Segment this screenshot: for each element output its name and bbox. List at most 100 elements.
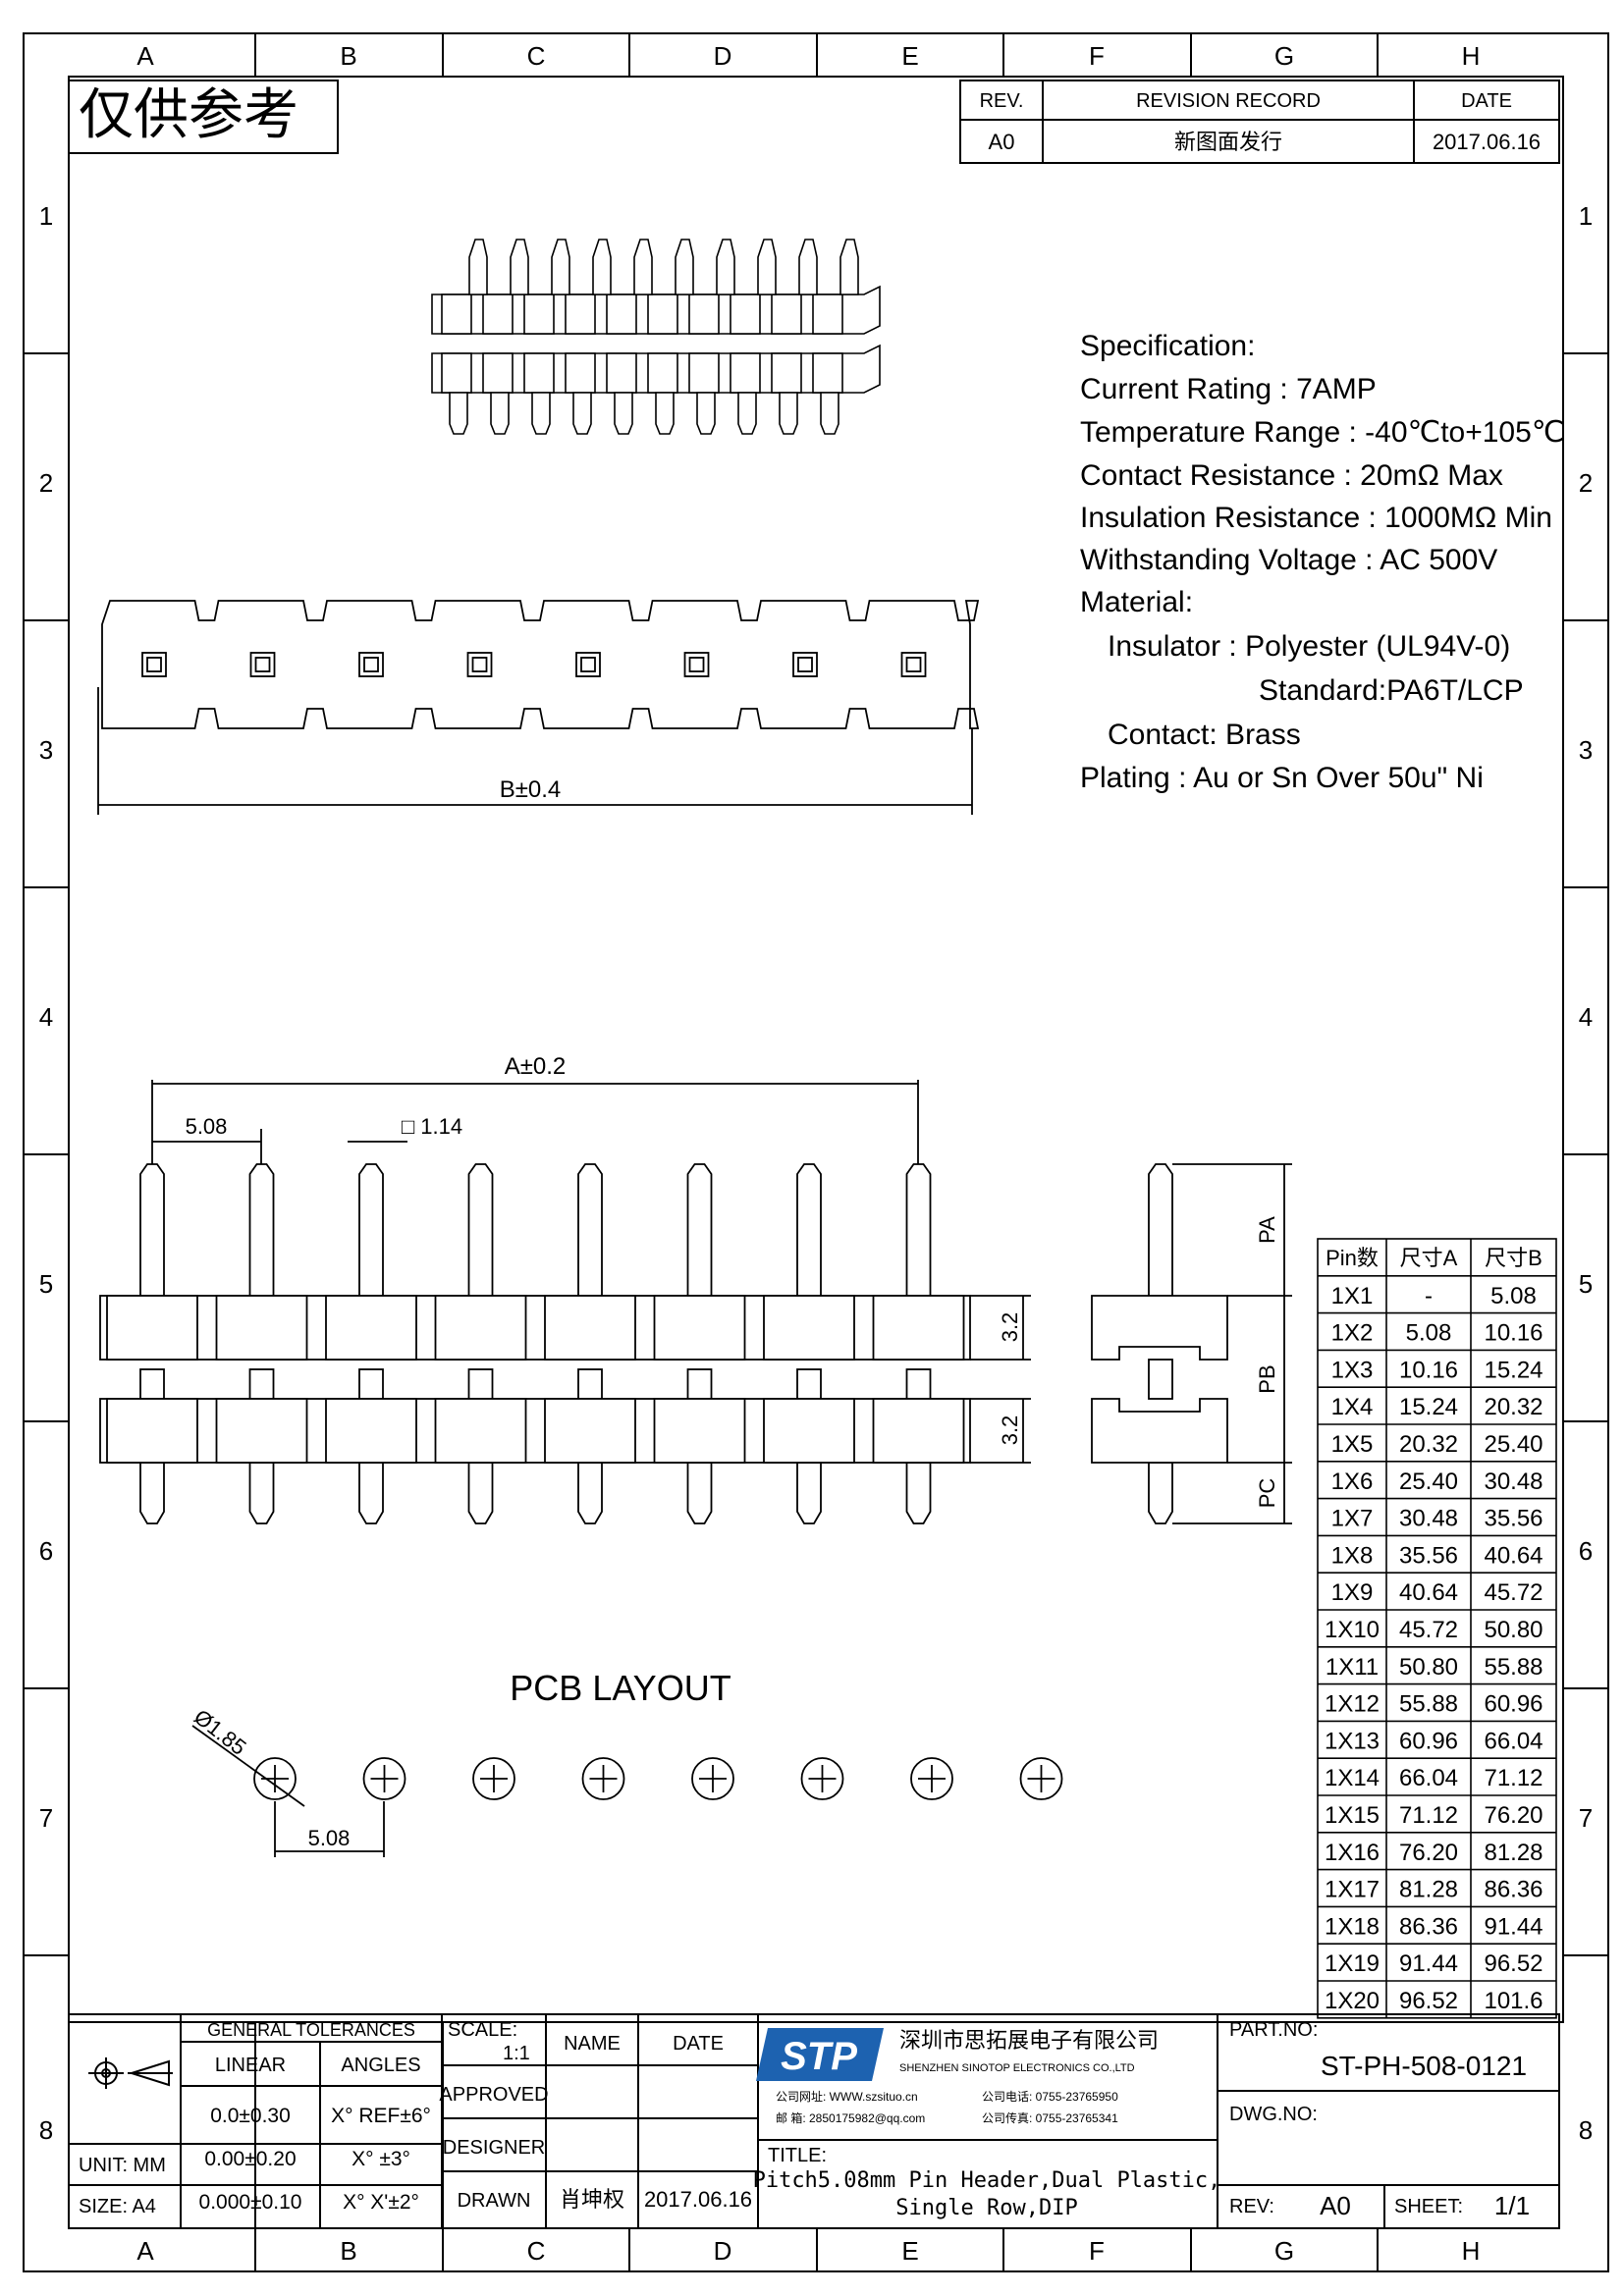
spec-line: Current Rating : 7AMP [1080, 373, 1377, 405]
zone-row-right-7: 7 [1579, 1803, 1593, 1833]
title-label: TITLE: [768, 2145, 827, 2166]
iso-housing-cell [606, 352, 637, 394]
tol-linear: LINEAR [215, 2055, 286, 2076]
iso-pin-bottom [820, 392, 839, 435]
front-pin-bottom [139, 1462, 165, 1524]
reference-stamp: 仅供参考 [68, 80, 339, 154]
pcb-hole [800, 1757, 844, 1800]
zone-row-left-1: 1 [39, 201, 53, 231]
front-pin-top [796, 1163, 822, 1297]
zone-col-top-A: A [136, 41, 154, 71]
front-housing-cell [325, 1295, 417, 1361]
front-housing-cell [544, 1398, 636, 1464]
iso-housing-cell [812, 352, 843, 394]
iso-housing-cell [482, 352, 514, 394]
front-pin-bottom [686, 1462, 713, 1524]
iso-pin-top [757, 239, 777, 295]
pin-table-cell: - [1425, 1283, 1433, 1309]
iso-housing-cell [565, 294, 596, 335]
front-pin-top [577, 1163, 603, 1297]
iso-housing-cell [441, 352, 472, 394]
top-pin-square-inner [363, 657, 379, 672]
dim-pcb-pitch-label: 5.08 [308, 1826, 351, 1850]
name-header: NAME [564, 2033, 621, 2055]
pin-table-cell: 1X12 [1325, 1691, 1380, 1718]
spec-line: Contact Resistance : 20mΩ Max [1080, 459, 1503, 492]
front-pin-bottom [467, 1462, 494, 1524]
zone-row-right-3: 3 [1579, 735, 1593, 765]
zone-col-top-E: E [901, 41, 918, 71]
spec-title: Specification: [1080, 330, 1255, 362]
iso-pin-bottom [572, 392, 592, 435]
pin-table-cell: 35.56 [1484, 1506, 1543, 1532]
pcb-hole [472, 1757, 515, 1800]
tol-linear-value: 0.00±0.20 [204, 2148, 296, 2170]
pin-table-header: 尺寸A [1400, 1246, 1458, 1270]
rev-header: REVISION RECORD [1136, 90, 1321, 112]
pcb-hole [1019, 1757, 1063, 1800]
pin-table-cell: 35.56 [1399, 1542, 1458, 1569]
zone-col-top-G: G [1274, 41, 1294, 71]
drawn-label: DRAWN [458, 2190, 531, 2212]
pin-table-cell: 1X17 [1325, 1877, 1380, 1903]
zone-col-top-D: D [714, 41, 732, 71]
front-pin-top [248, 1163, 275, 1297]
dim-pb-label: PB [1255, 1364, 1279, 1393]
side-housing-bottom [1091, 1398, 1228, 1464]
pin-table-cell: 76.20 [1484, 1802, 1543, 1829]
pin-table-cell: 30.48 [1484, 1468, 1543, 1495]
top-pin-square [792, 652, 818, 677]
pin-table-cell: 96.52 [1399, 1988, 1458, 2014]
front-pin-mid [248, 1368, 275, 1400]
zone-col-bottom-G: G [1274, 2236, 1294, 2266]
pin-table-cell: 81.28 [1484, 1840, 1543, 1866]
scale-label: SCALE: [448, 2019, 517, 2041]
pin-table-cell: 86.36 [1399, 1913, 1458, 1940]
pin-table-cell: 1X4 [1331, 1394, 1374, 1420]
zone-col-bottom-H: H [1462, 2236, 1481, 2266]
rev-value: A0 [989, 130, 1015, 154]
tol-angle-value: X° ±3° [352, 2148, 410, 2170]
pin-table-cell: 66.04 [1399, 1765, 1458, 1791]
part-no-value: ST-PH-508-0121 [1321, 2051, 1527, 2081]
iso-housing-cell [688, 352, 720, 394]
iso-housing-cell [771, 294, 802, 335]
pin-table-cell: 66.04 [1484, 1728, 1543, 1754]
dim-pa-label: PA [1255, 1216, 1279, 1244]
iso-housing-cell [647, 352, 678, 394]
tol-title: GENERAL TOLERANCES [207, 2020, 415, 2040]
tol-angle-value: X° X'±2° [343, 2191, 419, 2214]
iso-pin-bottom [696, 392, 716, 435]
pin-table-cell: 45.72 [1399, 1617, 1458, 1643]
sheet-value: 1/1 [1494, 2191, 1530, 2220]
zone-col-top-B: B [340, 41, 356, 71]
pin-table-cell: 1X13 [1325, 1728, 1380, 1754]
pin-table-cell: 55.88 [1484, 1654, 1543, 1681]
front-pin-mid [686, 1368, 713, 1400]
zone-row-right-5: 5 [1579, 1269, 1593, 1299]
isometric-view [431, 239, 881, 435]
company-contact: 邮 箱: 2850175982@qq.com [776, 2110, 925, 2125]
side-pin-top [1148, 1163, 1173, 1297]
title-line-1: Pitch5.08mm Pin Header,Dual Plastic, [753, 2168, 1221, 2193]
pin-table-cell: 20.32 [1399, 1431, 1458, 1458]
designer-label: DESIGNER [443, 2137, 545, 2159]
front-pin-top [358, 1163, 384, 1297]
pin-table-cell: 45.72 [1484, 1579, 1543, 1606]
pin-table-cell: 50.80 [1399, 1654, 1458, 1681]
spec-line: Insulation Resistance : 1000MΩ Min [1080, 502, 1552, 534]
front-housing-cell [872, 1398, 965, 1464]
company-contact: 公司电话: 0755-23765950 [982, 2090, 1118, 2104]
scale-value: 1:1 [503, 2043, 530, 2064]
iso-housing-cell [482, 294, 514, 335]
dim-pin-label: □ 1.14 [402, 1114, 462, 1139]
pcb-hole [691, 1757, 734, 1800]
pin-table-cell: 25.40 [1484, 1431, 1543, 1458]
top-pin-square [575, 652, 601, 677]
iso-housing-cell [523, 294, 555, 335]
dim-h2-label: 3.2 [998, 1415, 1022, 1446]
pin-table-cell: 50.80 [1484, 1617, 1543, 1643]
rev-header: DATE [1461, 90, 1512, 112]
